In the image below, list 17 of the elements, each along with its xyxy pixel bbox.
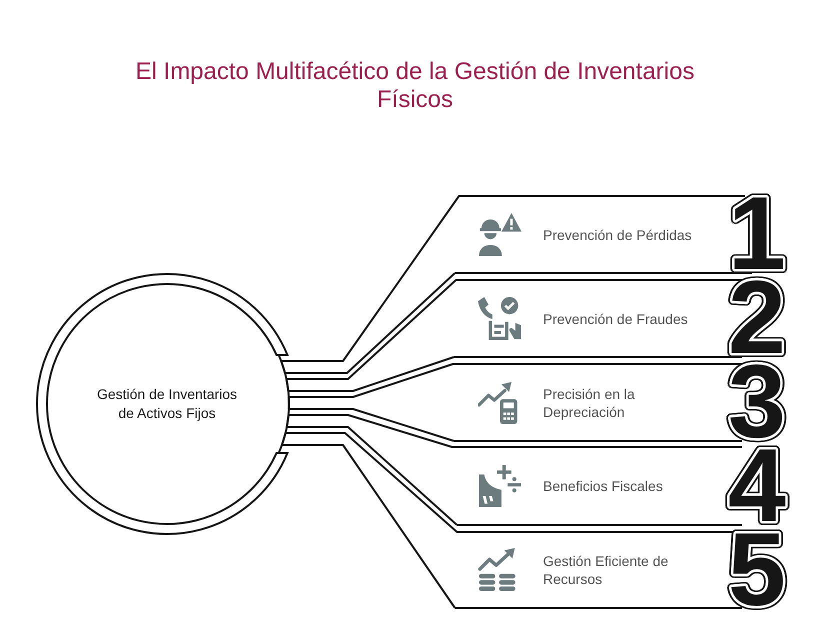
banner-label: Precisión en la Depreciación (543, 384, 636, 420)
banner-label: Prevención de Pérdidas (543, 226, 692, 244)
diagram-title: El Impacto Multifacético de la Gestión de Inventarios Físicos (134, 58, 696, 114)
step-number: 1 (728, 197, 786, 272)
banner-label: Beneficios Fiscales (543, 477, 663, 495)
channel-connector (285, 279, 457, 392)
hub-label: Gestión de Inventarios de Activos Fijos (96, 385, 238, 423)
step-number: 4 (728, 448, 786, 524)
channel-connector (288, 363, 454, 442)
step-number: 2 (728, 281, 786, 356)
channel-connector (280, 195, 460, 374)
banner-label: Prevención de Fraudes (543, 310, 688, 328)
channel-connector (280, 432, 458, 609)
banner-label: Gestión Eficiente de Recursos (543, 552, 670, 588)
step-number: 3 (728, 365, 786, 440)
step-number: 5 (728, 532, 786, 608)
channel-connector (286, 414, 458, 526)
